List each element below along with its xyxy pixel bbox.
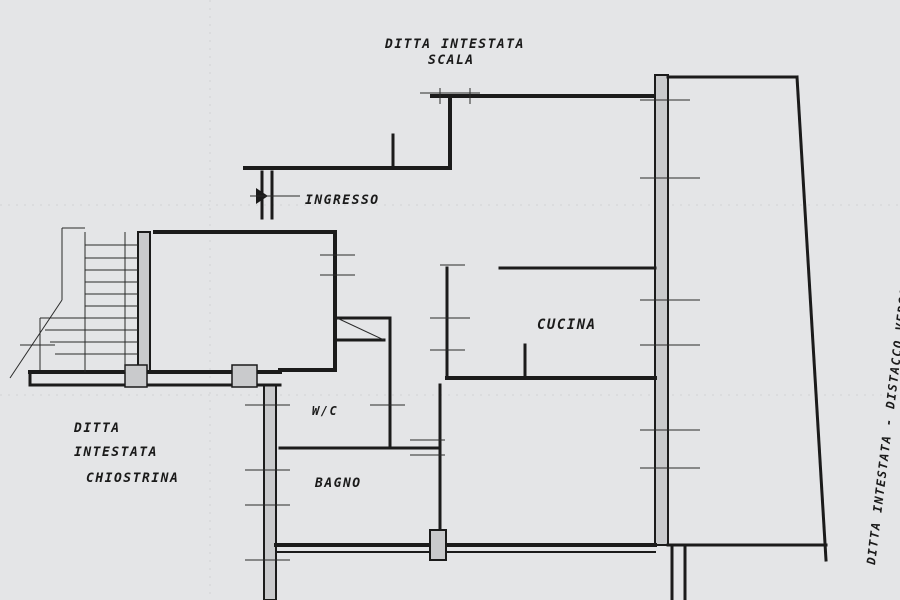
partition-walls [153,230,445,532]
bathroom-label: BAGNO [314,476,362,491]
entrance-label: INGRESSO [305,193,380,208]
wc-label: W/C [312,404,338,418]
entrance-door-marker [250,170,300,220]
staircase [9,227,138,379]
left-neighbor-label-2: INTESTATA [74,445,158,460]
kitchen-label: CUCINA [537,317,597,333]
left-neighbor-label-3: CHIOSTRINA [86,471,179,486]
top-stair-label: SCALA [428,53,475,68]
left-neighbor-label-1: DITTA [73,421,121,436]
bathroom-left-wall [245,384,290,600]
right-side-label: DITTA INTESTATA - DISTACCO VERSO PAL. [864,243,900,566]
kitchen-walls [430,264,657,380]
exterior-walls [640,74,828,600]
stair-walls [243,88,657,170]
left-room-walls [28,231,282,388]
top-neighbor-label: DITTA INTESTATA [384,37,525,52]
bottom-wall [274,529,657,561]
